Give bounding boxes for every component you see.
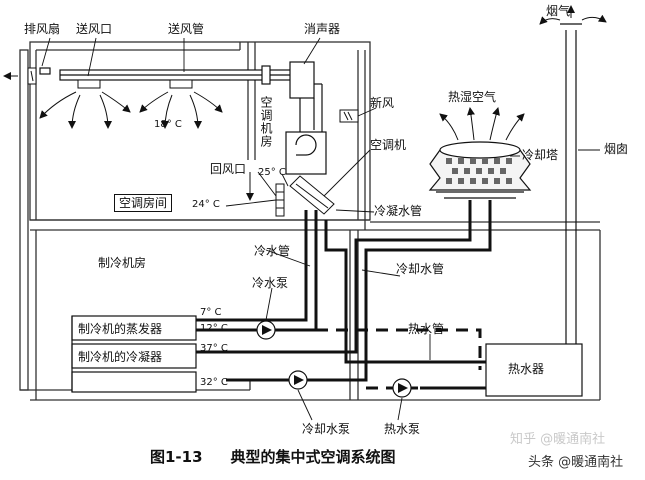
pumps <box>256 320 412 398</box>
label-condensate-pipe: 冷凝水管 <box>374 204 423 218</box>
label-chiller-room: 制冷机房 <box>98 256 147 270</box>
label-fresh-air: 新风 <box>370 96 395 110</box>
hot-humid-air-arrows <box>439 107 525 141</box>
exhaust-fan <box>3 67 37 85</box>
cooling-coil <box>289 175 335 215</box>
figure-title: 典型的集中式空调系统图 <box>230 448 396 466</box>
cooling-tower-fill <box>446 158 512 184</box>
watermark-zhihu: 知乎 @暖通南社 <box>510 432 606 447</box>
chiller-units <box>71 315 197 393</box>
label-temp-24: 24° C <box>192 199 220 210</box>
label-evaporator: 制冷机的蒸发器 <box>78 322 163 336</box>
cooling-water-pipes <box>196 200 492 382</box>
hot-water-pipes <box>324 220 486 390</box>
figure-number: 图1-13 <box>150 448 203 466</box>
label-cooling-tower: 冷却塔 <box>522 148 559 162</box>
figure-caption: 图1-13 典型的集中式空调系统图 <box>150 446 424 467</box>
chilled-return-dashed <box>316 328 482 370</box>
label-hot-pump: 热水泵 <box>384 422 421 436</box>
ac-unit <box>285 131 327 175</box>
leader-lines <box>41 37 600 421</box>
label-temp-25: 25° C <box>258 167 286 178</box>
supply-diffusers <box>77 79 193 89</box>
label-supply-duct: 送风管 <box>168 22 205 36</box>
label-temp-37: 37° C <box>200 343 228 354</box>
return-grille <box>275 183 285 217</box>
label-water-heater: 热水器 <box>508 362 545 376</box>
label-supply-outlet: 送风口 <box>76 22 113 36</box>
label-chilled-pump: 冷水泵 <box>252 276 289 290</box>
label-temp-32: 32° C <box>200 377 228 388</box>
label-exhaust-fan: 排风扇 <box>24 22 61 36</box>
label-ac-room-vertical: 空调机房 <box>259 96 273 148</box>
smoke-arrows <box>539 5 607 25</box>
label-muffler: 消声器 <box>304 22 341 36</box>
label-hot-water-pipe: 热水管 <box>408 322 445 336</box>
label-chimney: 烟囱 <box>604 142 629 156</box>
label-ac-room: 空调房间 <box>114 194 173 212</box>
label-hot-humid-air: 热湿空气 <box>448 90 497 104</box>
diffuser-airflow-arrows <box>39 91 223 129</box>
label-chilled-pipe: 冷水管 <box>254 244 291 258</box>
label-smoke: 烟气 <box>546 4 571 18</box>
chimney <box>560 23 582 350</box>
water-heater <box>485 343 583 397</box>
pump-triangles <box>262 325 408 393</box>
label-cooling-water-pipe: 冷却水管 <box>396 262 445 276</box>
label-temp-7: 7° C <box>200 307 222 318</box>
fresh-air-inlet <box>339 109 359 123</box>
label-temp-18: 18° C <box>154 119 182 130</box>
watermark-toutiao: 头条 @暖通南社 <box>528 455 624 470</box>
label-condenser: 制冷机的冷凝器 <box>78 350 163 364</box>
label-ac-unit: 空调机 <box>370 138 407 152</box>
label-temp-12: 12° C <box>200 323 228 334</box>
label-cooling-pump: 冷却水泵 <box>302 422 351 436</box>
label-return-outlet: 回风口 <box>210 162 247 176</box>
